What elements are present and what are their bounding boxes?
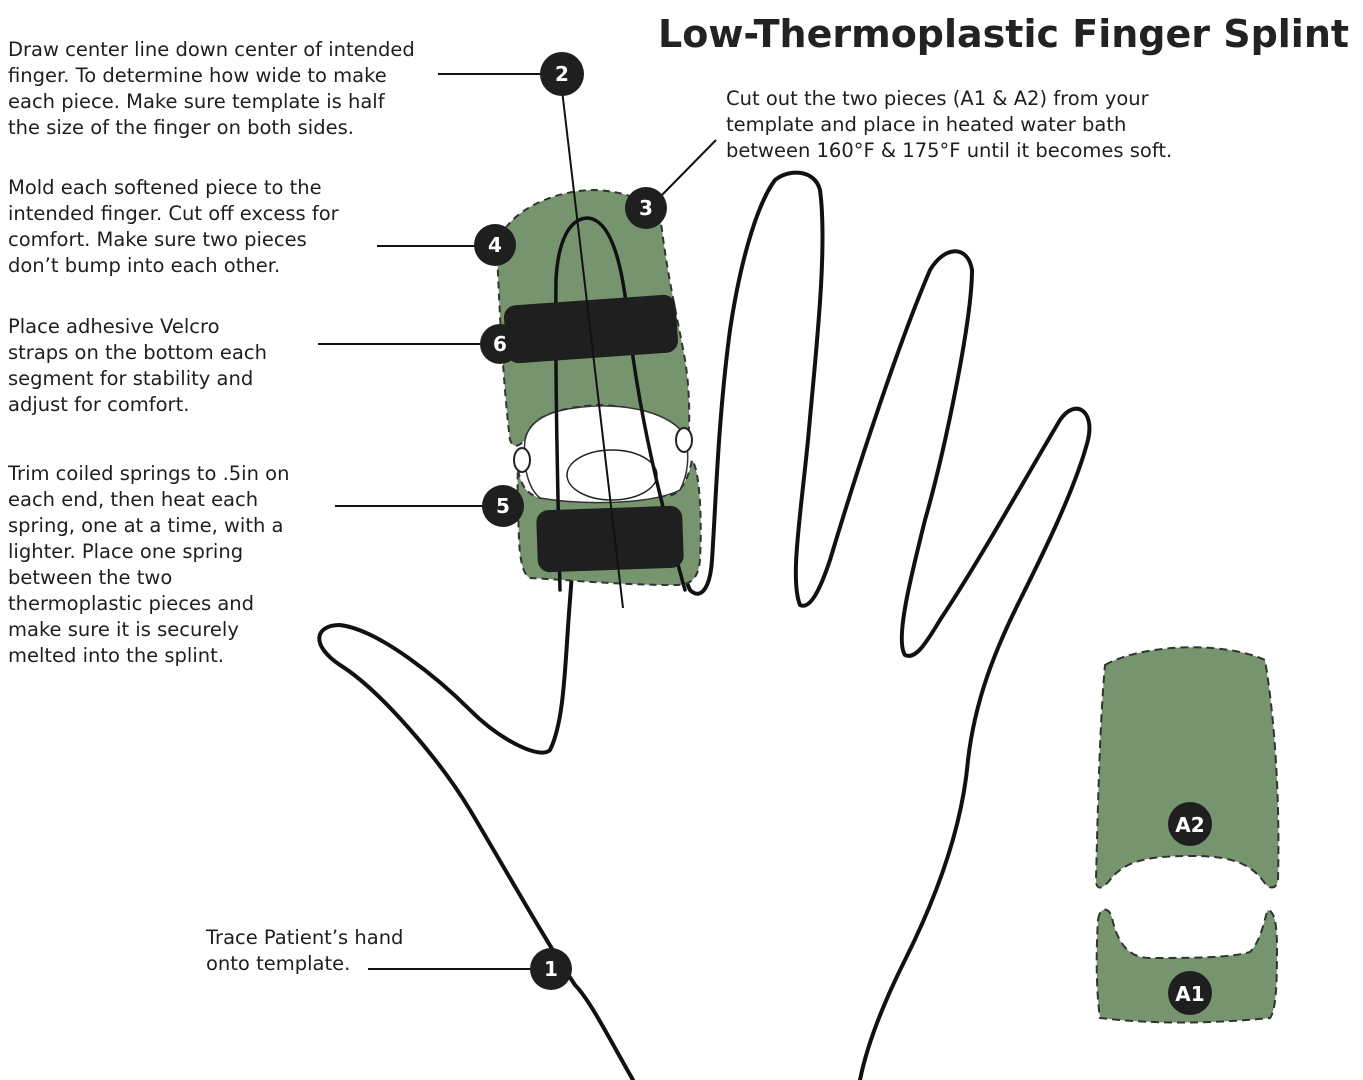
finger-nail: [566, 449, 658, 501]
svg-text:6: 6: [493, 332, 507, 356]
svg-text:2: 2: [555, 62, 569, 86]
page-title: Low-Thermoplastic Finger Splint: [658, 12, 1350, 56]
step-1-instruction: Trace Patient’s hand onto template.: [206, 926, 404, 975]
hand-outline: [317, 170, 1092, 1080]
template-label-a1: A1: [1168, 971, 1212, 1015]
step-badge-1: 1: [530, 948, 572, 990]
template-piece-a2: [1094, 646, 1280, 889]
step-badge-5: 5: [482, 485, 524, 527]
finger-outline: [554, 216, 687, 592]
step-5-instruction: Trim coiled springs to .5in on each end,…: [8, 462, 290, 667]
step-badge-6: 6: [480, 324, 520, 364]
step-badge-4: 4: [474, 224, 516, 266]
svg-text:3: 3: [639, 196, 653, 220]
svg-text:1: 1: [544, 957, 558, 981]
spring-right: [675, 427, 693, 453]
svg-text:A2: A2: [1175, 813, 1204, 837]
velcro-strap-bottom: [536, 505, 684, 573]
step-3-instruction: Cut out the two pieces (A1 & A2) from yo…: [726, 87, 1173, 162]
svg-text:A1: A1: [1175, 982, 1204, 1006]
template-piece-a1: [1095, 908, 1279, 1024]
step-2-instruction: Draw center line down center of intended…: [8, 38, 415, 139]
svg-text:5: 5: [496, 494, 510, 518]
step-badge-2: 2: [540, 52, 584, 96]
step-6-instruction: Place adhesive Velcro straps on the bott…: [8, 315, 267, 416]
step-badge-3: 3: [625, 187, 667, 229]
center-line: [561, 89, 624, 609]
template-label-a2: A2: [1168, 802, 1212, 846]
leader-line-3: [661, 139, 717, 196]
svg-text:4: 4: [488, 233, 502, 257]
step-4-instruction: Mold each softened piece to the intended…: [8, 176, 339, 277]
spring-left: [513, 447, 531, 473]
